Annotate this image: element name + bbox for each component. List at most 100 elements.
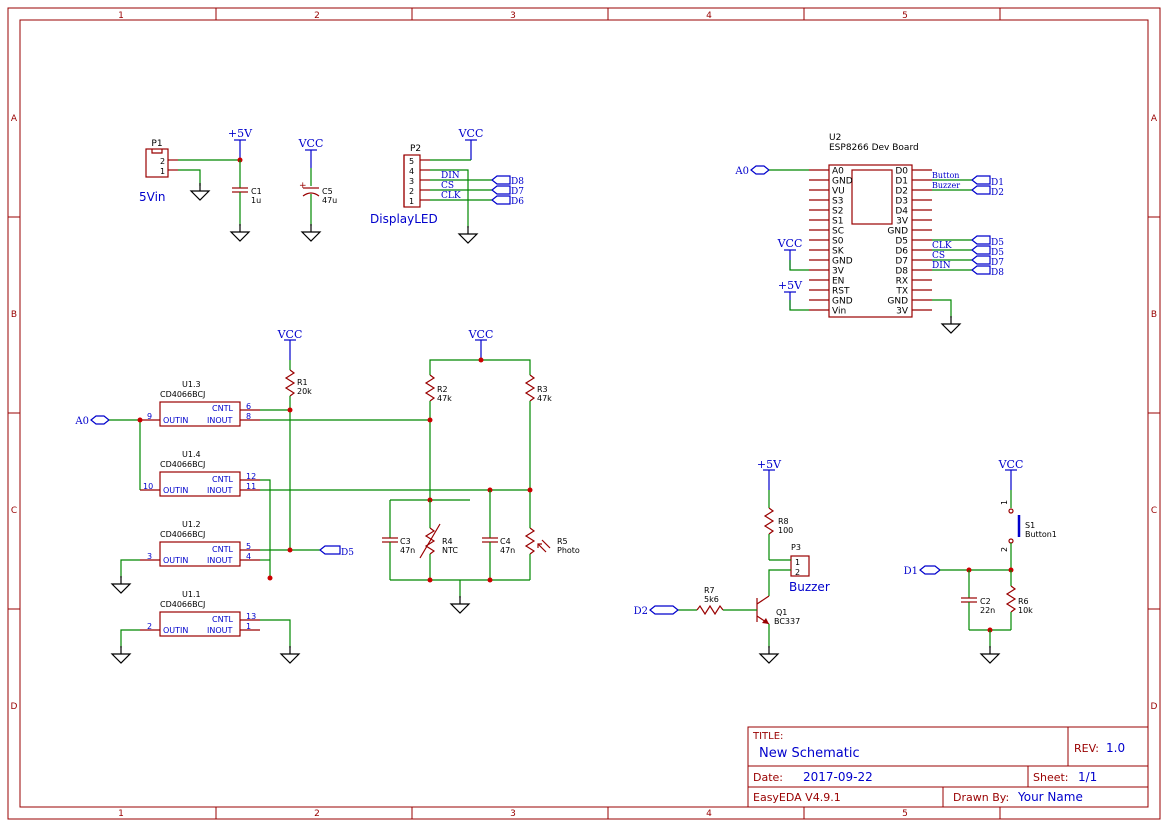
c4-ref: C4: [500, 537, 511, 546]
u1-3-outin: OUTIN: [163, 416, 188, 425]
u2-right-pin-label: D0: [895, 167, 908, 177]
r7-ref: R7: [704, 586, 715, 595]
net-flag-a0: A0: [734, 166, 749, 177]
c2-ref: C2: [980, 597, 991, 606]
junction-dot: [267, 575, 273, 581]
r4-value: NTC: [442, 546, 458, 555]
u2-right-pin-label: RX: [896, 277, 908, 287]
resistor-r6[interactable]: R6 10k: [1005, 570, 1033, 630]
ground-icon: [450, 595, 470, 614]
switch-u1-2[interactable]: U1.2 CD4066BCJ CNTL INOUT OUTIN 5 4 3: [140, 520, 260, 567]
u1-3-pin-cntl: 6: [246, 402, 251, 411]
r1-value: 20k: [297, 387, 312, 396]
net-flag-d2: D2: [991, 188, 1004, 198]
capacitor-c5[interactable]: + C5 47u: [299, 168, 337, 226]
u1-4-pin-outin: 10: [143, 482, 153, 491]
u2-ref: U2: [829, 133, 841, 143]
resistor-r3[interactable]: R3 47k: [524, 370, 552, 500]
c5-polarity: +: [299, 181, 307, 191]
ground-icon: [111, 575, 131, 594]
capacitor-c2[interactable]: C2 22n: [961, 570, 995, 630]
capacitor-c1[interactable]: C1 1u: [232, 160, 262, 226]
resistor-r7[interactable]: R7 5k6: [678, 586, 757, 616]
ground-icon: [458, 225, 478, 244]
thermistor-r4[interactable]: R4 NTC: [419, 500, 458, 580]
u1-4-cntl: CNTL: [212, 475, 233, 484]
transistor-q1[interactable]: Q1 BC337: [756, 595, 800, 626]
resistor-r2[interactable]: R2 47k: [424, 370, 452, 500]
col-label-top: 2: [314, 11, 320, 21]
resistor-r8[interactable]: R8 100: [763, 490, 793, 560]
p3-pin1: 1: [795, 558, 800, 567]
u1-4-pin-cntl: 12: [246, 472, 256, 481]
schematic-title: New Schematic: [759, 746, 860, 761]
title-label: TITLE:: [752, 731, 783, 742]
s1-ref: S1: [1025, 521, 1035, 530]
u2-name: ESP8266 Dev Board: [829, 143, 919, 153]
resistor-r1[interactable]: R1 20k: [284, 360, 312, 410]
net-label-clk: CLK: [441, 191, 461, 201]
sheet-value: 1/1: [1078, 770, 1097, 784]
junction-dot: [427, 577, 433, 583]
ground-icon: [980, 645, 1000, 664]
u1-2-pin-cntl: 5: [246, 542, 251, 551]
switch-u1-3[interactable]: U1.3 CD4066BCJ CNTL INOUT OUTIN 6 8 9: [140, 380, 260, 427]
u1-1-pin-cntl: 13: [246, 612, 256, 621]
r4-ref: R4: [442, 537, 453, 546]
p2-pin3: 3: [409, 177, 414, 186]
net-flag-d2: D2: [634, 606, 648, 617]
p3-pin2: 2: [795, 568, 800, 577]
display-led-section: P2 5 4 3 2 1 DisplayLED VCC DIN CS CLK: [370, 127, 524, 244]
ground-icon: [190, 182, 210, 201]
u2-left-pin-label: SK: [832, 247, 845, 257]
col-label-bottom: 1: [118, 809, 124, 819]
u2-left-pin-label: EN: [832, 277, 844, 287]
u2-left-pin-label: SC: [832, 227, 844, 237]
u1-1-outin: OUTIN: [163, 626, 188, 635]
u2-left-pin-label: VU: [832, 187, 845, 197]
buzzer-p3[interactable]: P3 1 2 Buzzer: [789, 543, 830, 594]
capacitor-c4[interactable]: C4 47n: [482, 490, 515, 580]
r6-ref: R6: [1018, 597, 1029, 606]
net-flag-d8: D8: [511, 177, 524, 187]
r8-ref: R8: [778, 517, 789, 526]
pushbutton-s1[interactable]: 1 2 S1 Button1: [1000, 490, 1057, 570]
p2-pin1: 1: [409, 197, 414, 206]
q1-ref: Q1: [776, 608, 787, 617]
r5-ref: R5: [557, 537, 568, 546]
photoresistor-r5[interactable]: R5 Photo: [524, 500, 580, 580]
c3-value: 47n: [400, 546, 415, 555]
junction-dot: [287, 547, 293, 553]
power-flag-5v: +5V: [228, 127, 253, 140]
connector-p1[interactable]: P1 2 1 5Vin: [139, 139, 178, 204]
switch-u1-4[interactable]: U1.4 CD4066BCJ CNTL INOUT OUTIN 12 11 10: [140, 450, 260, 497]
col-label-top: 4: [706, 11, 712, 21]
switch-u1-1[interactable]: U1.1 CD4066BCJ CNTL INOUT OUTIN 13 1 2: [140, 590, 260, 637]
u2-left-pin-label: S2: [832, 207, 843, 217]
ground-icon: [111, 645, 131, 664]
p1-pin1: 1: [160, 167, 165, 176]
p2-pin2: 2: [409, 187, 414, 196]
u2-right-pin-label: D7: [895, 257, 908, 267]
rev-label: REV:: [1074, 742, 1099, 755]
net-flag-d5: D5: [991, 238, 1004, 248]
col-label-top: 3: [510, 11, 516, 21]
u1-3-name: CD4066BCJ: [160, 390, 205, 399]
connector-p2[interactable]: P2 5 4 3 2 1 DisplayLED: [370, 144, 438, 226]
ground-icon: [301, 223, 321, 242]
date-label: Date:: [753, 771, 783, 784]
c4-value: 47n: [500, 546, 515, 555]
p2-pin4: 4: [409, 167, 414, 176]
module-u2[interactable]: U2 ESP8266 Dev Board A0GNDVUS3S2S1SCS0SK…: [809, 133, 932, 318]
u1-2-inout: INOUT: [207, 556, 232, 565]
capacitor-c3[interactable]: C3 47n: [382, 500, 415, 580]
col-label-top: 5: [902, 11, 908, 21]
u1-2-outin: OUTIN: [163, 556, 188, 565]
row-label-right: B: [1151, 310, 1157, 320]
u2-right-pin-label: D4: [895, 207, 908, 217]
u2-left-pin-label: GND: [832, 257, 853, 267]
r3-ref: R3: [537, 385, 548, 394]
power-flag-vcc: VCC: [298, 137, 324, 150]
u2-right-pin-label: GND: [887, 227, 908, 237]
net-flag-d5: D5: [341, 548, 354, 558]
